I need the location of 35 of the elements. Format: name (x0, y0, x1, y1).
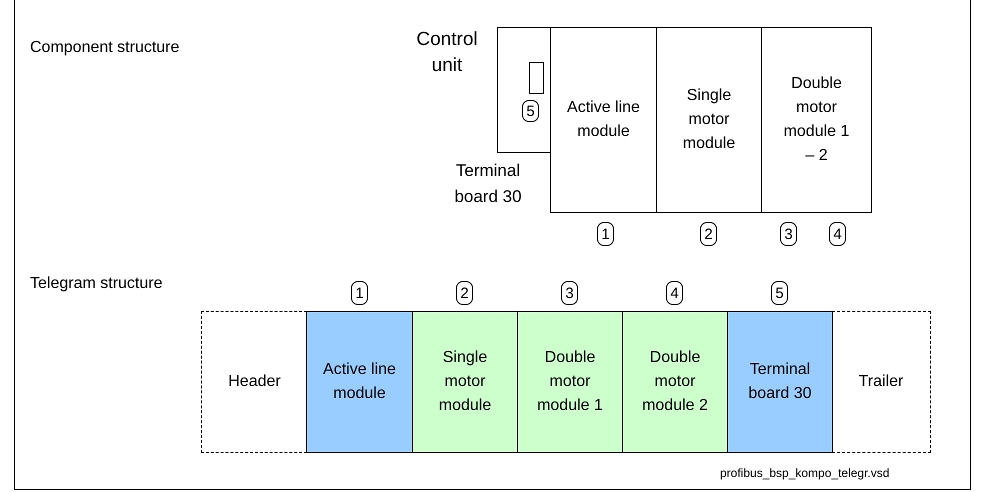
slot-rectangle (529, 62, 544, 94)
callout-number: 3 (780, 222, 797, 246)
callout-number: 5 (771, 281, 788, 305)
module-box (656, 27, 762, 213)
unit-label: Control unit (415, 28, 479, 78)
section-heading: Telegram structure (30, 274, 162, 294)
module-box (727, 311, 833, 453)
file-name-label: profibus_bsp_kompo_telegr.vsd (720, 465, 890, 482)
terminal-board-label: Terminal board 30 (453, 160, 523, 208)
callout-number: 1 (597, 222, 614, 246)
module-box (517, 311, 623, 453)
dashed-frame-section (832, 311, 931, 453)
module-label: Single motor module (682, 86, 736, 154)
module-label: Double motor module 2 (641, 348, 709, 416)
section-heading: Component structure (30, 38, 180, 58)
module-box (622, 311, 728, 453)
callout-number: 1 (351, 281, 368, 305)
callout-number: 4 (829, 222, 846, 246)
module-label: Active line module (322, 360, 397, 404)
module-label: Double motor module 1 (536, 348, 604, 416)
module-box (306, 311, 413, 453)
module-label: Header (227, 372, 282, 392)
module-label: Trailer (858, 372, 904, 392)
module-box (412, 311, 518, 453)
module-label: Double motor module 1 – 2 (782, 74, 850, 166)
module-label: Active line module (566, 98, 641, 142)
module-label: Single motor module (438, 348, 492, 416)
module-box (761, 27, 872, 213)
callout-number: 2 (456, 281, 473, 305)
module-label: Terminal board 30 (747, 360, 813, 404)
callout-number: 4 (666, 281, 683, 305)
callout-number: 5 (522, 100, 539, 122)
callout-number: 2 (700, 222, 717, 246)
callout-number: 3 (561, 281, 578, 305)
module-box (550, 27, 657, 213)
